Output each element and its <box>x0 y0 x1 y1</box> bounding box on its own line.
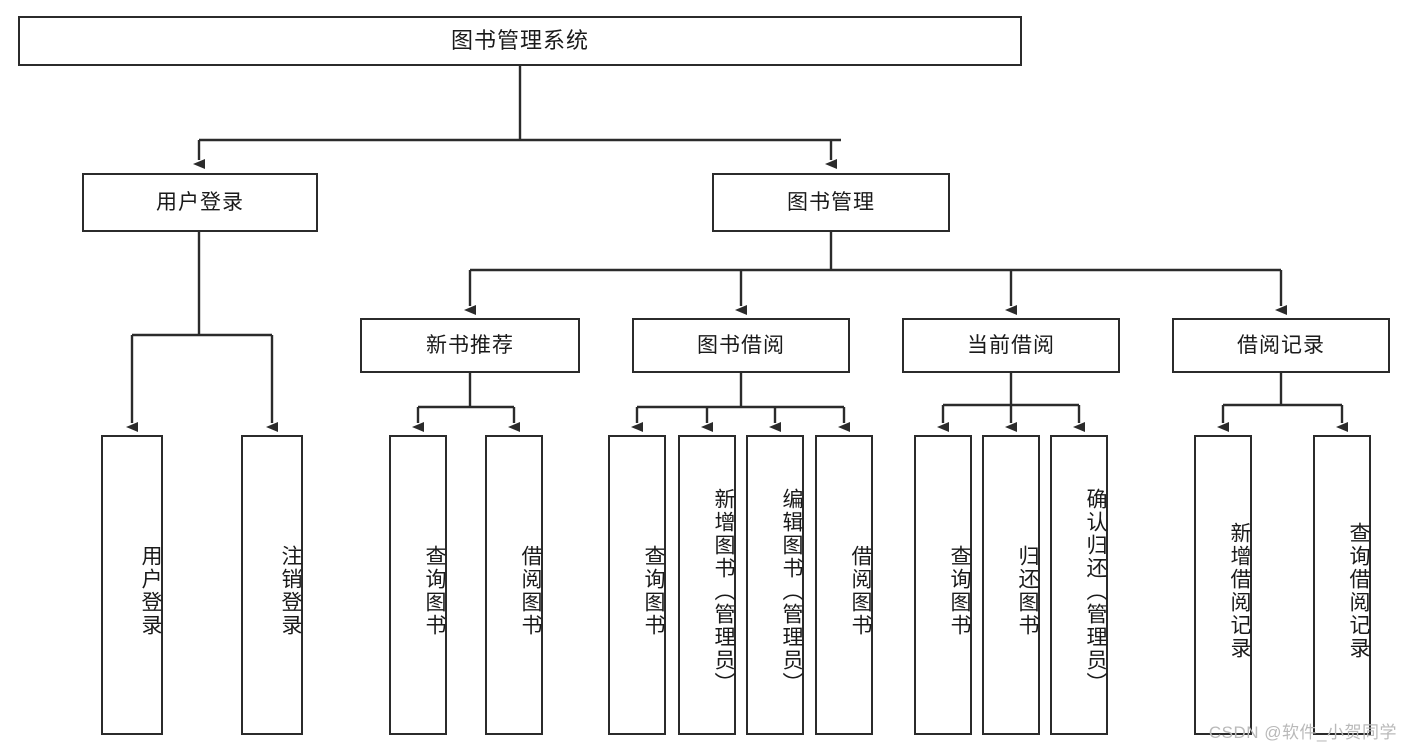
leaf-query-book-borrow[interactable]: 查询图书 <box>608 435 666 735</box>
leaf-borrow-book-newbook[interactable]: 借阅图书 <box>485 435 543 735</box>
leaf-add-borrow-record-label: 新增借阅记录 <box>1228 522 1251 660</box>
leaf-add-borrow-record[interactable]: 新增借阅记录 <box>1194 435 1252 735</box>
leaf-query-book-newbook[interactable]: 查询图书 <box>389 435 447 735</box>
leaf-logout[interactable]: 注销登录 <box>241 435 303 735</box>
leaf-borrow-book-label: 借阅图书 <box>849 545 872 637</box>
node-borrow-record[interactable]: 借阅记录 <box>1172 318 1390 373</box>
node-book-management-label: 图书管理 <box>787 190 875 214</box>
leaf-query-borrow-record-label: 查询借阅记录 <box>1347 522 1370 660</box>
node-root[interactable]: 图书管理系统 <box>18 16 1022 66</box>
leaf-return-book[interactable]: 归还图书 <box>982 435 1040 735</box>
leaf-logout-label: 注销登录 <box>279 545 302 637</box>
leaf-user-login-label: 用户登录 <box>139 545 162 637</box>
leaf-edit-book-admin-label: 编辑图书（管理员） <box>780 487 803 695</box>
node-book-borrow[interactable]: 图书借阅 <box>632 318 850 373</box>
leaf-borrow-book[interactable]: 借阅图书 <box>815 435 873 735</box>
leaf-add-book-admin[interactable]: 新增图书（管理员） <box>678 435 736 735</box>
leaf-user-login[interactable]: 用户登录 <box>101 435 163 735</box>
leaf-query-book-borrow-label: 查询图书 <box>642 545 665 637</box>
leaf-edit-book-admin[interactable]: 编辑图书（管理员） <box>746 435 804 735</box>
node-root-label: 图书管理系统 <box>450 27 589 53</box>
node-current-borrow[interactable]: 当前借阅 <box>902 318 1120 373</box>
leaf-query-book-current-label: 查询图书 <box>948 545 971 637</box>
node-book-borrow-label: 图书借阅 <box>697 333 785 357</box>
leaf-add-book-admin-label: 新增图书（管理员） <box>712 487 735 695</box>
node-new-book-recommend[interactable]: 新书推荐 <box>360 318 580 373</box>
leaf-query-book-current[interactable]: 查询图书 <box>914 435 972 735</box>
leaf-confirm-return-admin[interactable]: 确认归还（管理员） <box>1050 435 1108 735</box>
node-borrow-record-label: 借阅记录 <box>1237 333 1325 357</box>
node-book-management[interactable]: 图书管理 <box>712 173 950 232</box>
node-user-login-label: 用户登录 <box>156 190 244 214</box>
watermark: CSDN @软件_小贺同学 <box>1208 723 1397 742</box>
node-user-login[interactable]: 用户登录 <box>82 173 318 232</box>
leaf-return-book-label: 归还图书 <box>1016 545 1039 637</box>
leaf-query-borrow-record[interactable]: 查询借阅记录 <box>1313 435 1371 735</box>
leaf-confirm-return-admin-label: 确认归还（管理员） <box>1084 487 1107 695</box>
leaf-query-book-newbook-label: 查询图书 <box>423 545 446 637</box>
node-new-book-recommend-label: 新书推荐 <box>426 333 514 357</box>
leaf-borrow-book-newbook-label: 借阅图书 <box>519 545 542 637</box>
node-current-borrow-label: 当前借阅 <box>967 333 1055 357</box>
